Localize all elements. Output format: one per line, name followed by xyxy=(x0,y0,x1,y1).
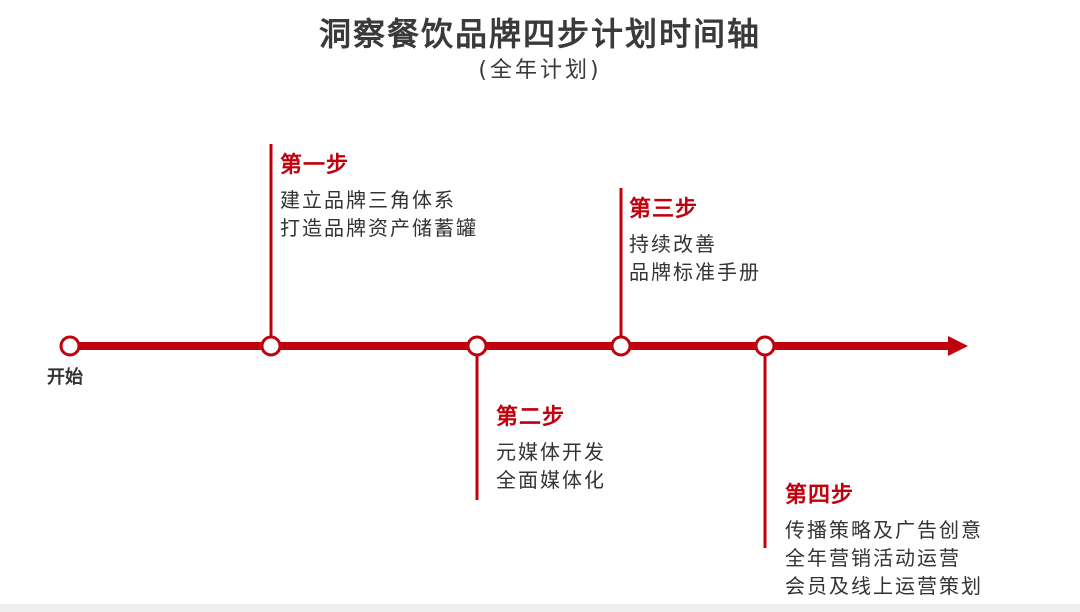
step3-line: 持续改善 xyxy=(629,232,717,256)
step4-line: 会员及线上运营策划 xyxy=(785,574,983,598)
step4-line: 全年营销活动运营 xyxy=(785,546,961,570)
step3-node xyxy=(610,335,632,357)
step3-block: 第三步 持续改善 品牌标准手册 xyxy=(629,194,761,286)
step1-block: 第一步 建立品牌三角体系 打造品牌资产储蓄罐 xyxy=(280,150,478,242)
step4-line: 传播策略及广告创意 xyxy=(785,518,983,542)
page-subtitle: (全年计划) xyxy=(478,58,602,83)
step1-title: 第一步 xyxy=(280,153,350,178)
step1-line: 打造品牌资产储蓄罐 xyxy=(280,216,478,240)
step2-block: 第二步 元媒体开发 全面媒体化 xyxy=(496,402,606,494)
step1-node xyxy=(260,335,282,357)
step2-title: 第二步 xyxy=(496,405,566,430)
step2-node xyxy=(466,335,488,357)
bottom-strip xyxy=(0,604,1080,612)
start-label: 开始 xyxy=(47,367,83,388)
step2-line: 全面媒体化 xyxy=(496,468,606,492)
step2-line: 元媒体开发 xyxy=(496,440,606,464)
step3-line: 品牌标准手册 xyxy=(629,260,761,284)
timeline-arrow-head xyxy=(948,336,968,356)
step1-line: 建立品牌三角体系 xyxy=(280,188,456,212)
step4-block: 第四步 传播策略及广告创意 全年营销活动运营 会员及线上运营策划 xyxy=(785,480,983,600)
step4-title: 第四步 xyxy=(785,483,855,508)
timeline-axis xyxy=(70,342,950,350)
step3-title: 第三步 xyxy=(629,197,699,222)
page-title: 洞察餐饮品牌四步计划时间轴 xyxy=(318,15,761,53)
step4-node xyxy=(754,335,776,357)
start-node xyxy=(59,335,81,357)
